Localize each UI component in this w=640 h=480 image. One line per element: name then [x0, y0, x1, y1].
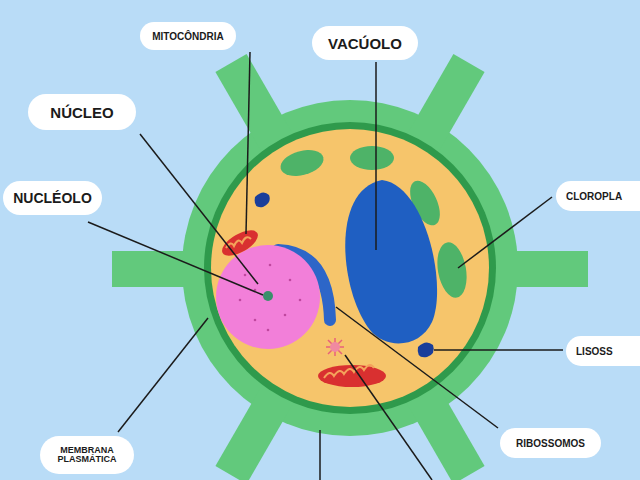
label-pill: RIBOSSOMOS [500, 428, 601, 458]
lysosome [418, 342, 434, 357]
part-name: MEMBRANA PLASMÁTICA [52, 446, 122, 464]
label-pill: MEMBRANA PLASMÁTICA [40, 436, 134, 474]
mitochondria [218, 225, 386, 387]
label-pill: MITOCÔNDRIA [140, 22, 236, 50]
small-organelle [255, 192, 270, 207]
nucleolus [263, 291, 273, 301]
part-name: RIBOSSOMOS [516, 438, 585, 449]
label-pill: NUCLÉOLO [3, 181, 102, 215]
part-name: LISOSS [576, 346, 640, 357]
cell-wall [112, 54, 588, 480]
part-name: CLOROPLA [566, 191, 640, 202]
nucleus [216, 245, 320, 349]
golgi [326, 338, 344, 356]
leader-lines [88, 52, 563, 480]
vacuole [345, 180, 437, 343]
part-name: NUCLÉOLO [13, 190, 92, 206]
label-pill: CLOROPLA [556, 181, 640, 211]
label-pill: VACÚOLO [312, 26, 418, 60]
cytoplasm [211, 129, 489, 407]
part-name: MITOCÔNDRIA [152, 31, 224, 42]
label-pill: LISOSS [566, 336, 640, 366]
part-name: VACÚOLO [328, 35, 402, 52]
part-name: NÚCLEO [50, 104, 114, 121]
label-pill: NÚCLEO [28, 94, 136, 130]
